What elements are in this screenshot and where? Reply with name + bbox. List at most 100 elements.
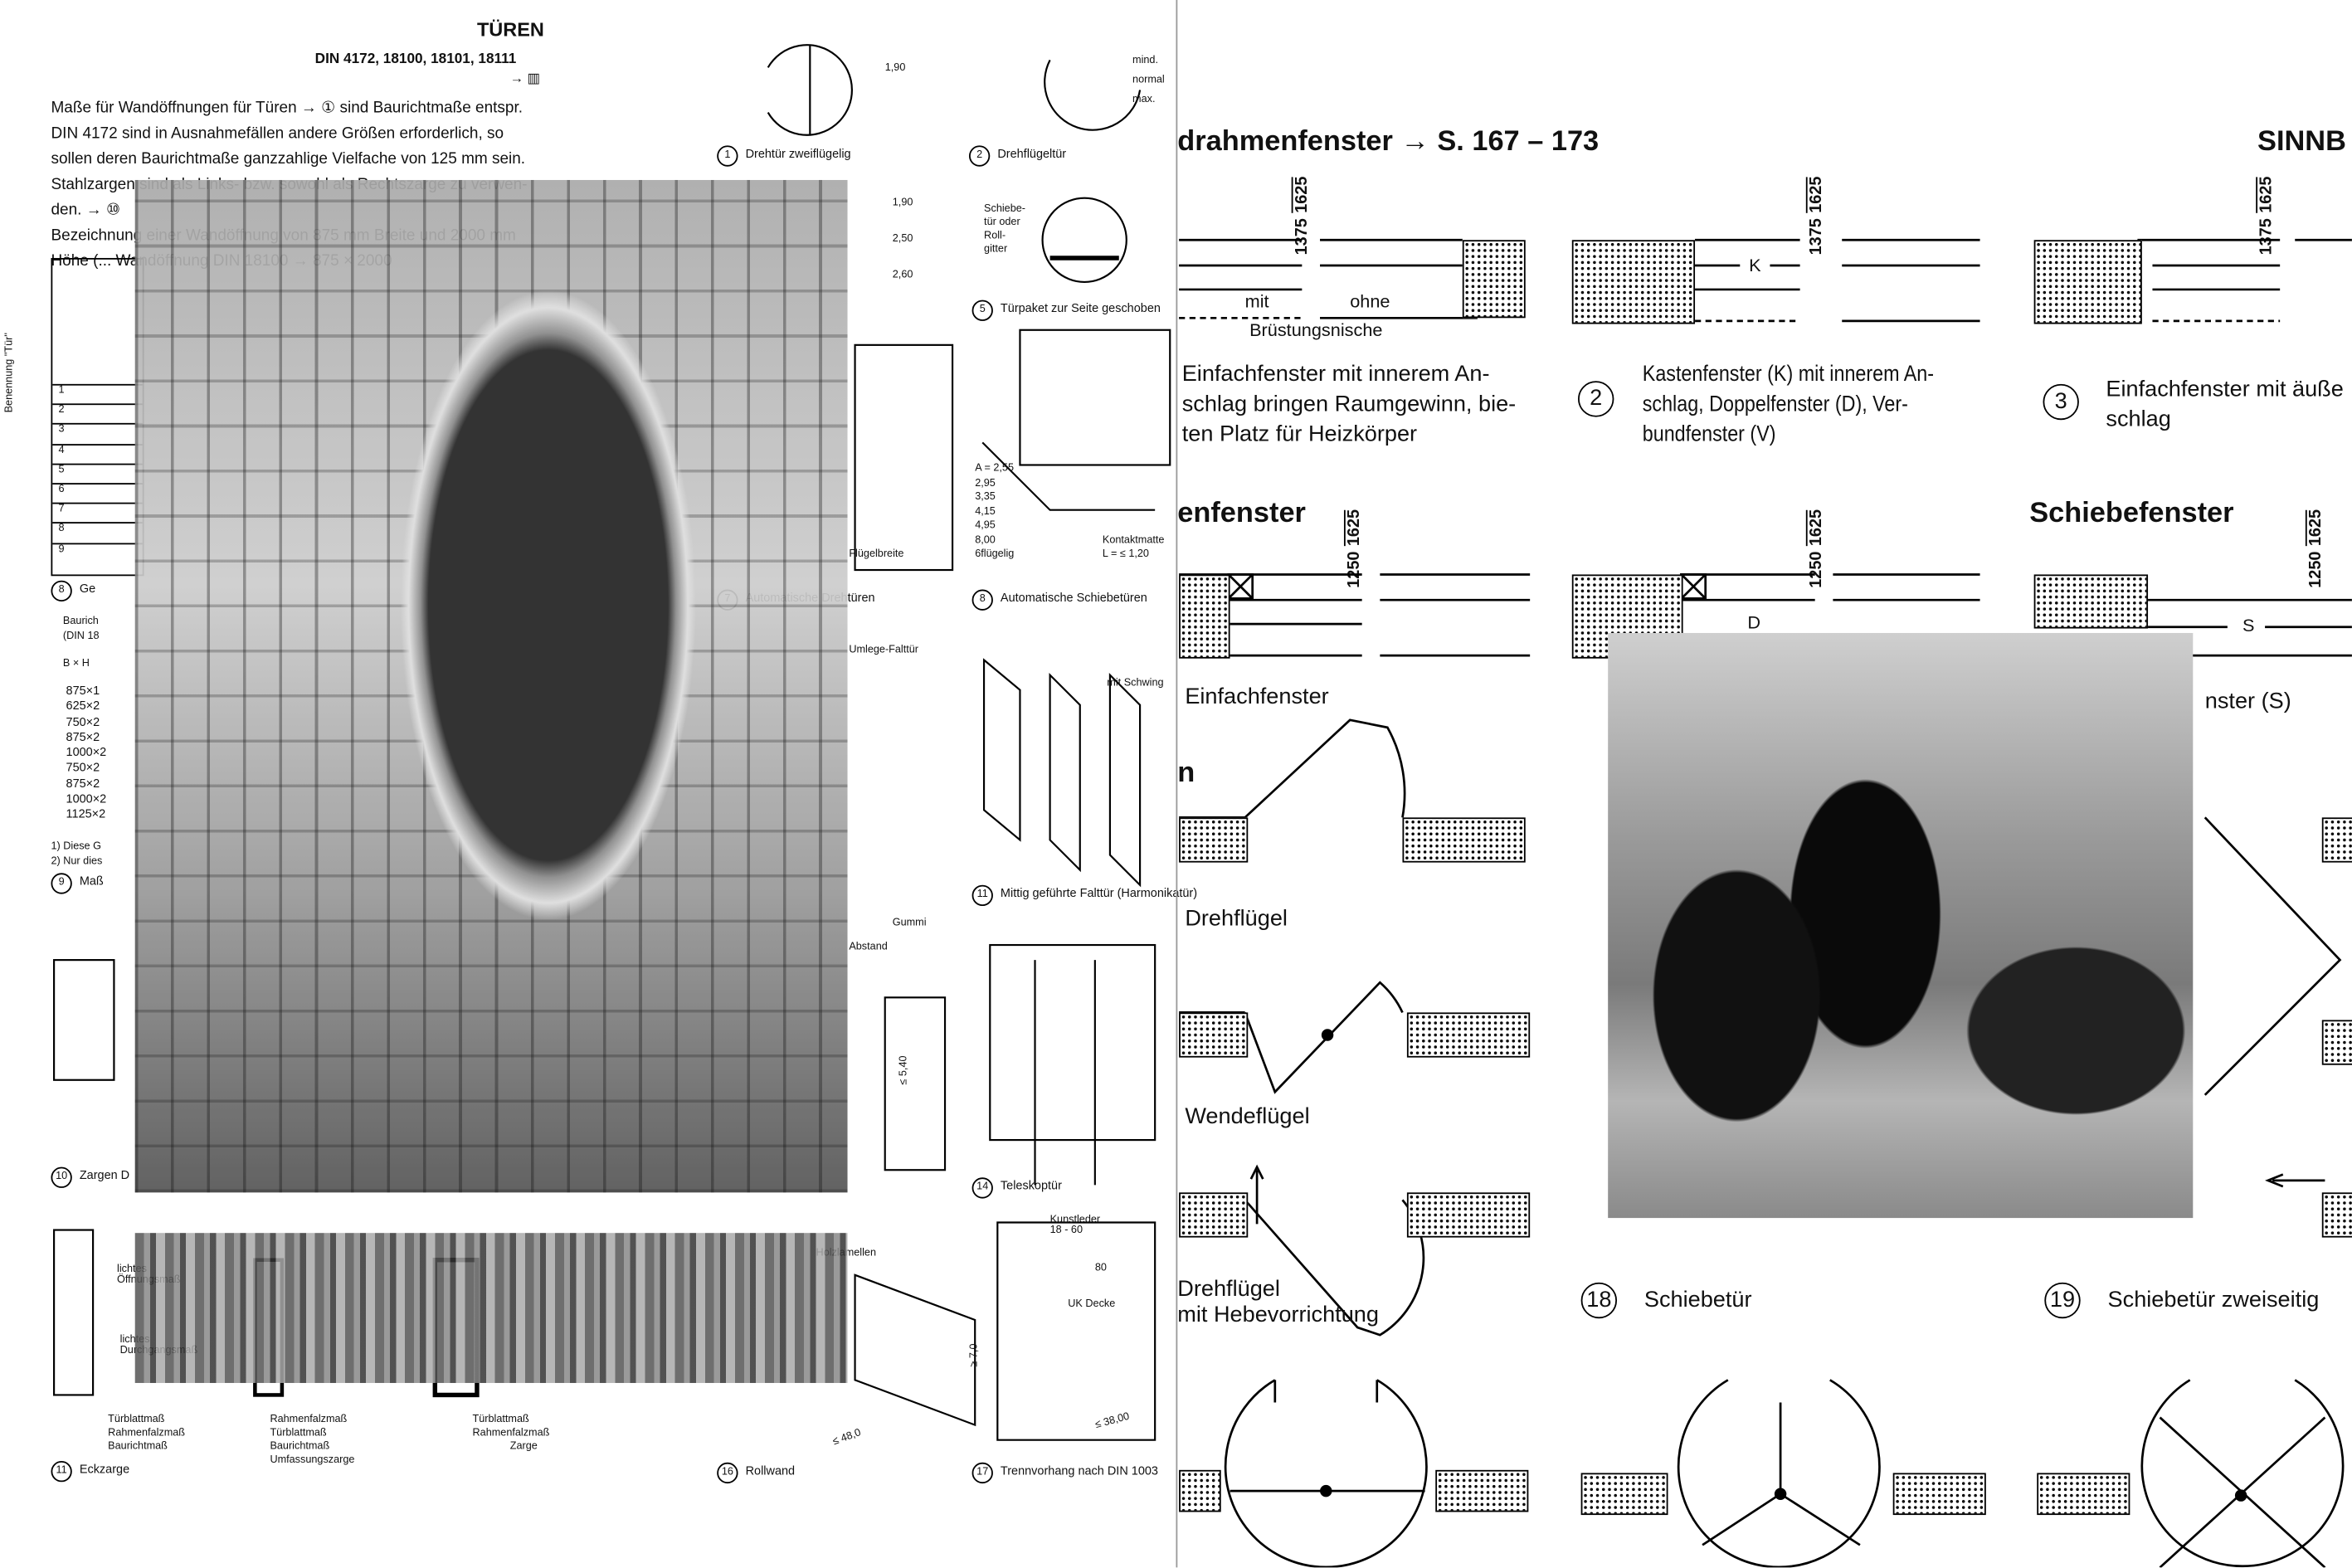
caption-text: Türpaket zur Seite geschoben [1000,301,1161,315]
caption-text: Schiebetür zweiseitig [2107,1287,2320,1312]
label: Zarge [509,1441,538,1453]
label: Türblattmaß [472,1414,529,1425]
table-row: 8 [52,522,143,543]
circled-number: 2 [968,145,991,167]
circled-number: 1 [717,145,738,167]
caption-number-2: 2 [1578,381,1614,417]
caption-text: Ge [79,582,96,596]
footnotes: 1) Diese G 2) Nur dies [51,840,102,869]
text-line: Maße für Wandöffnungen für Türen → ① sin… [51,99,523,118]
wall-section [2321,817,2352,863]
circled-number: 8 [971,589,993,611]
label-ohne: ohne [1350,290,1390,313]
table-cell: 875×2 [66,730,100,744]
sliding-label: Schiebe-tür oder Roll-gitter [984,203,1026,256]
label-d: D [1747,611,1760,633]
text-line: sollen deren Baurichtmaße ganzzahlige Vi… [51,149,526,168]
wall-section [2037,1473,2130,1516]
wall-section [1435,1469,1529,1512]
wall-section [1179,574,1230,659]
caption-text: Zargen D [79,1168,130,1182]
subheading: n [1177,757,1195,790]
footnote: 1) Diese G [51,841,101,852]
door-dim-values: 1,90 2,50 2,60 [893,186,913,294]
table-row: 4 [52,443,143,463]
caption-text: Teleskoptür [1000,1179,1062,1193]
book-reference: → ▥ [509,70,540,86]
figure-caption: 14 Teleskoptür [971,1177,1062,1199]
table-cell: 625×2 [66,699,100,713]
circled-number: 17 [971,1462,993,1484]
caption-text: Rollwand [745,1463,796,1478]
desc-1: Einfachfenster mit innerem An- schlag br… [1182,360,1517,450]
subheading: Schiebefenster [2029,498,2234,530]
caption-text: Trennvorhang nach DIN 1003 [1000,1463,1158,1478]
table-row: 5 [52,463,143,483]
text-line: Kastenfenster (K) mit innerem An- [1642,361,1935,387]
table-header-cell: (DIN 18 [62,631,100,642]
figure-caption: 17 Trennvorhang nach DIN 1003 [971,1462,1158,1484]
wall-section [1406,1192,1531,1238]
subheading: enfenster [1177,498,1306,530]
table-header-cell: B × H [62,658,90,670]
circled-number: 10 [51,1166,72,1188]
section-heading: drahmenfenster → S. 167 – 173 [1177,125,1600,158]
text-line: schlag, Doppelfenster (D), Ver- [1642,391,1908,417]
wall-section [1406,1012,1531,1058]
label: Türblattmaß [270,1428,327,1439]
table-cell: 750×2 [66,714,100,728]
table-header-cell: Baurich [62,616,99,627]
label: Türblattmaß [108,1414,165,1425]
label-k: K [1749,255,1761,276]
page-divider [1176,0,1178,1568]
label-einfachfenster: Einfachfenster [1185,684,1329,710]
text-line: DIN 4172 sind in Ausnahmefällen andere G… [51,124,504,143]
text-line: Drehflügel [1177,1276,1280,1303]
dim-value: 2,50 [892,234,913,245]
circled-number: 8 [51,580,72,602]
table-cell: 875×2 [66,777,100,791]
table-cell: 1125×2 [66,807,106,821]
label: Baurichtmaß [108,1441,168,1453]
label: Rahmenfalzmaß [270,1414,348,1425]
table-cell: 1000×2 [66,791,107,806]
label: Baurichtmaß [270,1441,330,1453]
wall-section [1179,1469,1221,1512]
caption-text: Eckzarge [79,1462,130,1477]
table-row: 6 [52,483,143,503]
label: Umlege-Falttür [849,645,919,656]
caption-text: Automatische Schiebetüren [1000,591,1147,605]
table2-header: Baurich (DIN 18 B × H [63,615,100,672]
circled-number: 3 [2043,383,2079,421]
label: 80 [1094,1263,1107,1273]
wall-section [1462,240,1526,319]
table-row: 9 [52,542,143,562]
footnote: 2) Nur dies [51,856,103,868]
dim-label: max. [1132,94,1156,105]
dim-value: 1,90 [892,197,913,209]
figure-caption: 8 Ge [51,580,96,602]
dim-value: 2,60 [892,270,913,281]
text-line: mit Hebevorrichtung [1177,1302,1379,1328]
circled-number: 14 [971,1177,993,1199]
table-row: 2 [52,403,143,424]
label: Kunstleder 18 - 60 [1049,1215,1101,1236]
table-row: 3 [52,423,143,444]
desc-2: Kastenfenster (K) mit innerem An- schlag… [1643,360,1934,450]
dim-label: mind. [1132,55,1159,66]
text-line: schlag bringen Raumgewinn, bie- [1181,391,1517,417]
caption-18: 18 Schiebetür [1580,1282,1752,1319]
wall-section [1571,240,1696,324]
building-photo-strip [134,1233,848,1383]
label-s: S [2242,615,2255,636]
figure-caption: 10 Zargen D [51,1166,130,1188]
label: Gummi [892,918,927,929]
